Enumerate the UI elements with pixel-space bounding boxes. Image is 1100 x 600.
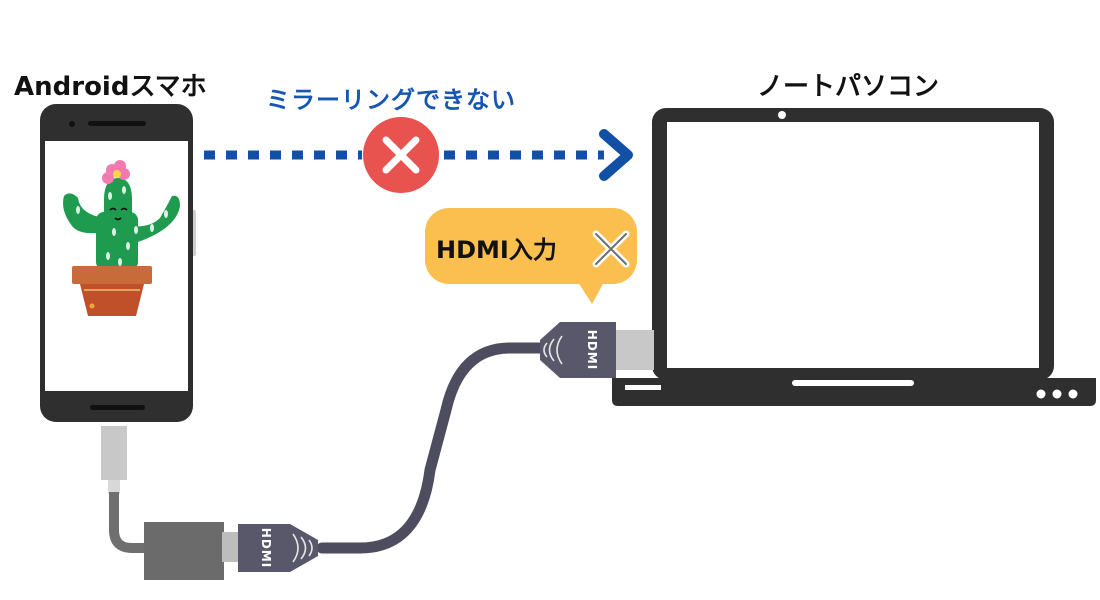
laptop xyxy=(612,108,1096,406)
phone-camera xyxy=(69,121,75,127)
hdmi-input-bubble xyxy=(425,208,637,304)
cactus-illustration xyxy=(63,160,180,316)
laptop-screen xyxy=(667,122,1039,368)
laptop-base xyxy=(612,378,1096,406)
adapter-box xyxy=(144,522,224,580)
phone-bottom-speaker xyxy=(90,405,145,410)
x-circle-icon xyxy=(363,117,439,193)
phone-title: Androidスマホ xyxy=(14,72,207,102)
laptop-title: ノートパソコン xyxy=(757,72,940,102)
hdmi-cable-wire xyxy=(316,342,558,554)
phone-speaker xyxy=(88,121,146,126)
chevron-right-icon xyxy=(599,129,633,181)
hdmi-connector-right-plug xyxy=(614,330,654,370)
hdmi-connector-left xyxy=(238,524,318,572)
laptop-trackpad-slot xyxy=(792,380,914,386)
laptop-port xyxy=(625,385,661,390)
x-mark-icon xyxy=(592,230,630,268)
hdmi-cable: HDMI HDMI xyxy=(109,322,654,580)
laptop-camera xyxy=(778,111,786,119)
mirroring-arrow xyxy=(204,129,633,181)
usb-cable-wire xyxy=(109,492,150,553)
hdmi-connector-left-label: HDMI xyxy=(259,528,273,568)
mirroring-unavailable-label: ミラーリングできない xyxy=(266,86,516,114)
hdmi-connector-right xyxy=(540,322,616,378)
hdmi-input-label: HDMI入力 xyxy=(436,236,557,264)
hdmi-connector-right-label: HDMI xyxy=(585,330,599,370)
android-phone xyxy=(40,104,196,494)
adapter-port xyxy=(222,532,240,562)
usb-connector xyxy=(101,426,127,480)
